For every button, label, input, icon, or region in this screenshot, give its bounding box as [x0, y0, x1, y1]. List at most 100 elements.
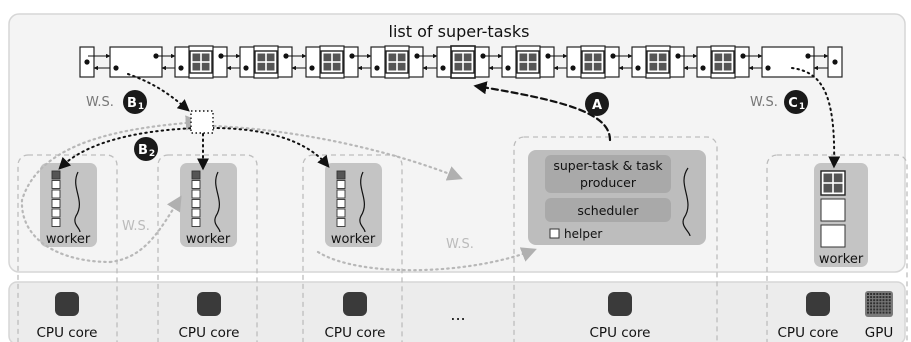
task-slot: [191, 180, 201, 189]
scheduler-label: scheduler: [577, 203, 639, 218]
cpu-chip-producer: [608, 292, 632, 316]
gpu-label: GPU: [865, 325, 893, 341]
task-slot: [51, 208, 61, 218]
ws-label-b1: W.S.: [86, 95, 114, 110]
gpu-slot: [820, 224, 846, 248]
arrow-b2-right: [211, 127, 330, 168]
producer-thread-squiggle: [682, 167, 691, 237]
worker-label: worker: [46, 232, 91, 247]
task-slot: [51, 218, 61, 227]
ws-paths: [20, 115, 537, 272]
core-group-producer: [513, 136, 718, 342]
task-slot: [191, 208, 201, 218]
producer-label-line2: producer: [580, 175, 637, 190]
arrow-b1: [127, 73, 190, 112]
badge-b2: B 2: [134, 137, 158, 161]
task-slot: [336, 189, 346, 199]
super-task-icon: [711, 50, 735, 74]
core-group-gpu: [766, 154, 908, 342]
cpu-label-producer: CPU core: [590, 325, 651, 341]
task-slot: [51, 180, 61, 189]
badge-c1: C 1: [784, 90, 808, 114]
ws-label-c1: W.S.: [750, 95, 778, 110]
core-group-1: [17, 154, 118, 342]
ellipsis: ...: [450, 305, 465, 324]
task-slot: [336, 199, 346, 208]
cpu-label-1: CPU core: [37, 325, 98, 341]
ws-path-upper: [20, 115, 202, 264]
list-node: [696, 45, 750, 79]
producer-label-line1: super-task & task: [553, 158, 663, 173]
list-node: [761, 46, 815, 78]
super-task-icon: [581, 50, 605, 74]
super-task-icon: [451, 50, 475, 74]
super-task-icon: [189, 50, 213, 74]
worker-label: worker: [819, 252, 864, 267]
super-task-icon: [320, 50, 344, 74]
task-slot: [51, 199, 61, 208]
badge-b2-letter: B: [138, 143, 148, 158]
gpu-slot: [820, 198, 846, 222]
list-node: [631, 45, 685, 79]
super-task-icon: [646, 50, 670, 74]
hardware-strip: [8, 281, 906, 342]
producer-block: super-task & task producer scheduler hel…: [528, 150, 706, 245]
thread-squiggle: [214, 171, 221, 233]
badge-b1: B 1: [123, 90, 147, 114]
task-slot: [191, 199, 201, 208]
badge-c1-sub: 1: [799, 102, 805, 112]
task-slot: [336, 180, 346, 189]
gpu-super-task-icon: [820, 170, 846, 196]
badge-b2-sub: 2: [149, 149, 155, 159]
task-slot: [336, 208, 346, 218]
task-slot: [51, 170, 61, 180]
producer-box: [545, 155, 671, 193]
list-node: [174, 45, 228, 79]
list-node: [305, 45, 359, 79]
dark-arrows: [58, 67, 841, 171]
super-task-icon: [254, 50, 278, 74]
ws-label-lower: W.S.: [446, 237, 474, 252]
core-group-3: [302, 154, 403, 342]
cpu-label-gpu-host: CPU core: [778, 325, 839, 341]
super-task-icon: [516, 50, 540, 74]
helper-checkbox: [549, 228, 560, 239]
core-group-2: [157, 154, 258, 342]
cpu-chip-gpu-host: [806, 292, 830, 316]
arrow-c1: [791, 67, 841, 169]
list-node: [109, 46, 163, 78]
thread-squiggle: [74, 171, 81, 233]
worker-label: worker: [331, 232, 376, 247]
list-node: [827, 46, 843, 78]
task-slot: [51, 189, 61, 199]
badge-b1-letter: B: [127, 96, 137, 111]
list-title: list of super-tasks: [389, 22, 530, 41]
task-slot: [191, 218, 201, 227]
list-node: [370, 45, 424, 79]
list-node: [501, 45, 555, 79]
cpu-chip-2: [197, 292, 221, 316]
task-slot: [191, 189, 201, 199]
b1-target-square: [190, 110, 214, 134]
cpu-label-2: CPU core: [179, 325, 240, 341]
cpu-chip-3: [343, 292, 367, 316]
task-slot: [336, 170, 346, 180]
cpu-label-3: CPU core: [325, 325, 386, 341]
ws-path-upper-right: [212, 124, 463, 181]
list-node: [79, 46, 95, 78]
badge-a-letter: A: [592, 98, 602, 113]
scheduler-box: [545, 198, 671, 222]
hardware-row: CPU core CPU core CPU core ... CPU core …: [37, 291, 893, 341]
list-node: [239, 45, 293, 79]
arrow-b2-left: [58, 127, 197, 170]
super-task-list: [79, 45, 843, 79]
worker-1: worker: [40, 163, 97, 247]
badge-b1-sub: 1: [138, 102, 144, 112]
badge-c1-letter: C: [788, 96, 798, 111]
helper-label: helper: [564, 227, 602, 241]
super-task-icon: [385, 50, 409, 74]
badge-a: A: [585, 92, 609, 116]
task-slot: [336, 218, 346, 227]
